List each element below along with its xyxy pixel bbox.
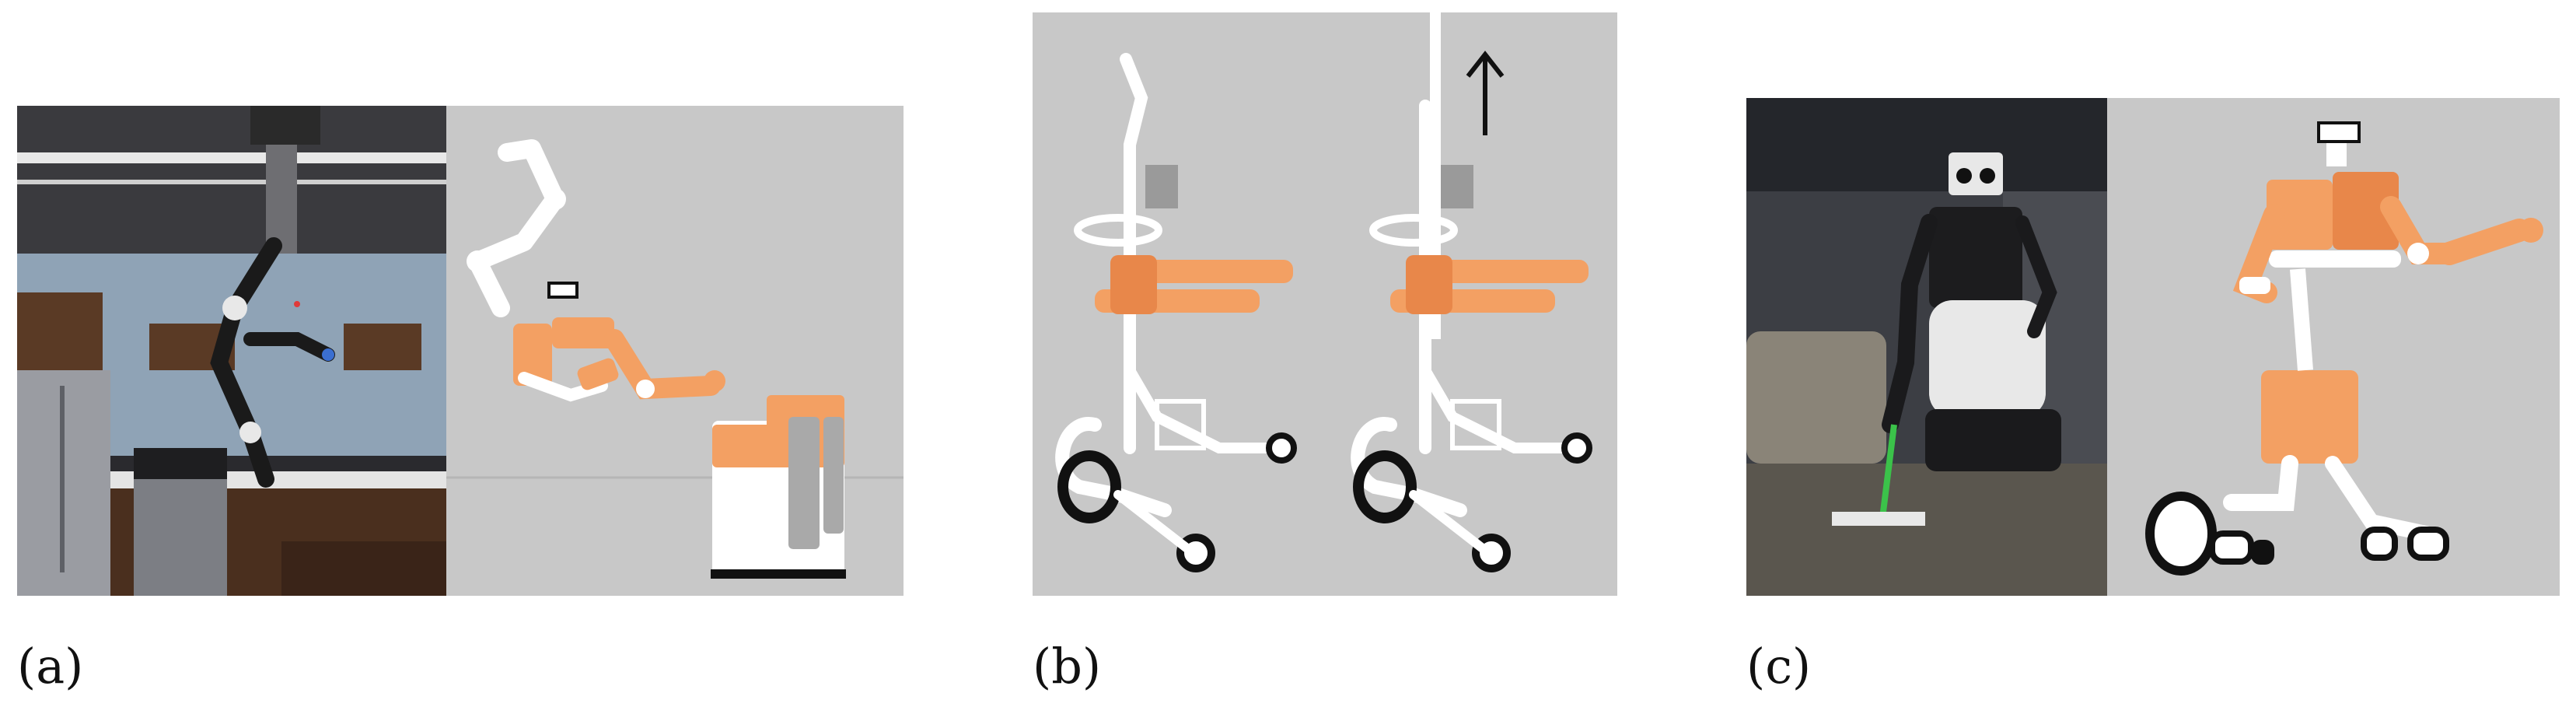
panel-a-diagram	[446, 106, 904, 596]
caption-c: (c)	[1746, 638, 1812, 695]
kitchen-photo	[17, 106, 446, 596]
panel-c-diagram	[2107, 98, 2560, 596]
mobile-manipulator-diagram	[2145, 121, 2543, 576]
panel-b-diagram	[1033, 12, 1617, 596]
caption-b: (b)	[1033, 638, 1102, 695]
up-arrow-icon	[1466, 51, 1505, 135]
robot-left	[1055, 53, 1297, 572]
panel-c-photo	[1746, 98, 2107, 596]
robot-right	[1351, 100, 1592, 572]
telescoping-robot-diagram	[1055, 12, 1592, 572]
mopping-robot-photo	[1746, 98, 2107, 596]
ceiling-robot-diagram	[446, 139, 904, 579]
caption-a: (a)	[17, 638, 84, 695]
panel-a-photo	[17, 106, 446, 596]
